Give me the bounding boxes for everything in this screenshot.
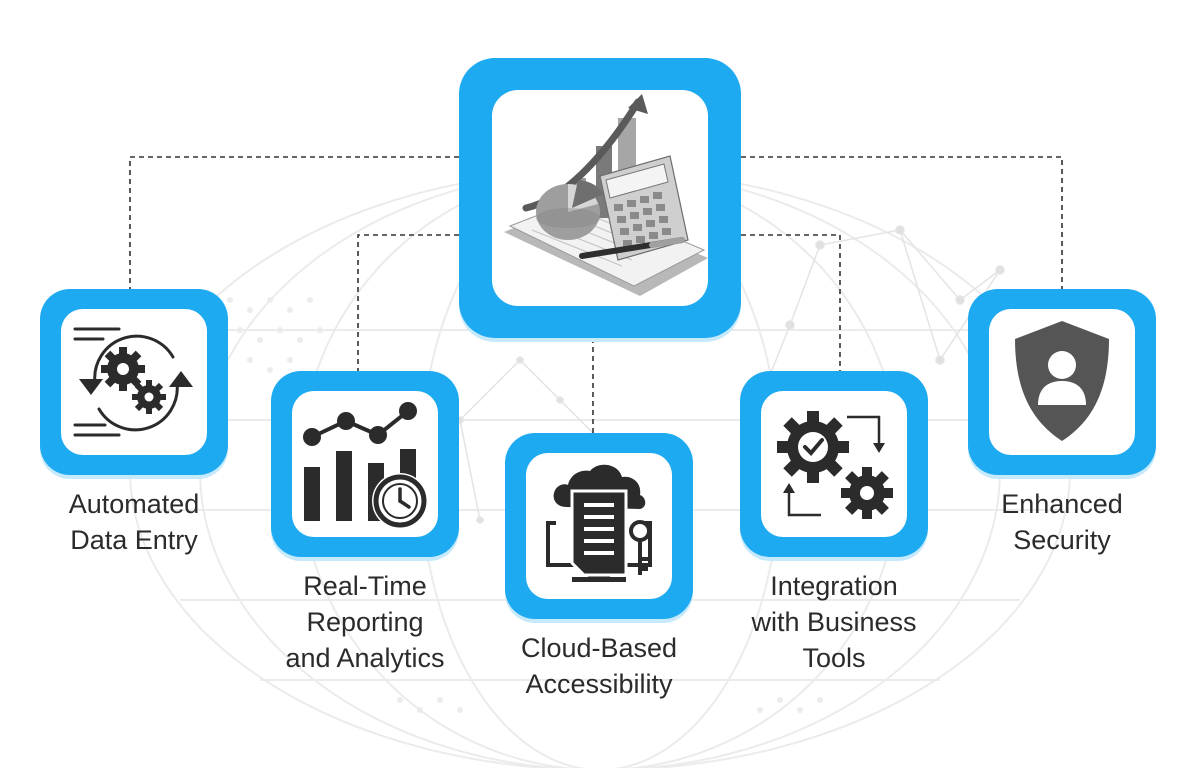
connector-integration-business-tools <box>741 234 841 371</box>
feature-card-cloud-based-accessibility <box>505 433 693 619</box>
connector-enhanced-security <box>741 156 1063 289</box>
hub-inner-card <box>492 90 708 306</box>
connector-automated-data-entry <box>129 156 459 289</box>
feature-label-automated-data-entry: Automated Data Entry <box>68 489 200 555</box>
gears-arrows-icon <box>777 411 893 519</box>
gears-cycle-icon <box>73 327 193 437</box>
connector-real-time-reporting <box>357 234 459 371</box>
feature-card-real-time-reporting <box>271 371 459 557</box>
feature-label-real-time-reporting: Real-Time Reporting and Analytics <box>285 571 445 673</box>
feature-card-enhanced-security <box>968 289 1156 475</box>
feature-label-enhanced-security: Enhanced Security <box>1001 489 1123 555</box>
accounting-calculator-chart-icon <box>504 94 708 296</box>
chart-clock-icon <box>303 402 428 529</box>
feature-card-automated-data-entry <box>40 289 228 475</box>
feature-card-integration-business-tools <box>740 371 928 557</box>
feature-label-cloud-based-accessibility: Cloud-Based Accessibility <box>520 633 678 699</box>
shield-user-icon <box>1015 321 1109 441</box>
hub-frame <box>459 58 741 338</box>
feature-label-integration-business-tools: Integration with Business Tools <box>751 571 917 673</box>
cloud-document-key-icon <box>546 464 652 582</box>
